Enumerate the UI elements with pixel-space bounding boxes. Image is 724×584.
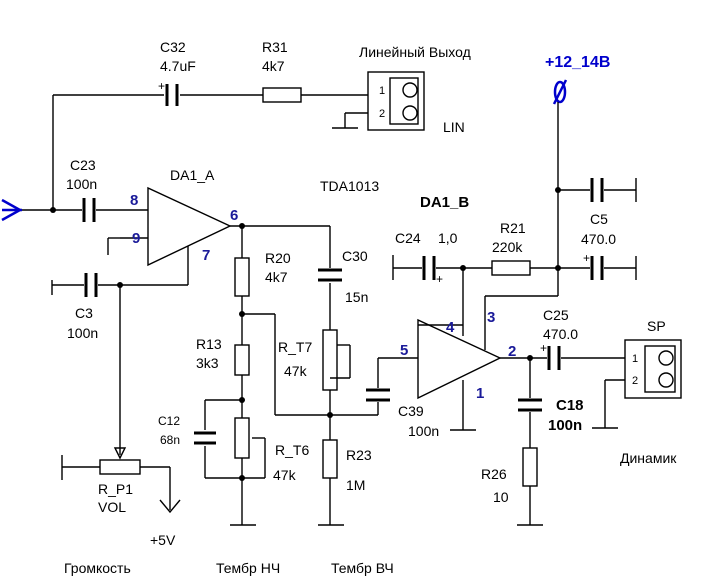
c5-value: 470.0 — [581, 231, 616, 247]
sp-pin-1: 1 — [632, 353, 638, 365]
power-symbol — [552, 79, 568, 105]
potentiometer-rt6 — [234, 417, 250, 459]
dinamik-label: Динамик — [620, 450, 677, 466]
capacitor-c23 — [82, 198, 96, 222]
capacitor-coupling — [366, 388, 390, 402]
pin-2: 2 — [508, 343, 516, 360]
pin-5: 5 — [400, 342, 408, 359]
timbre-hf-label: Тембр ВЧ — [331, 560, 394, 576]
pin-3: 3 — [487, 309, 495, 326]
r26-value: 10 — [493, 489, 509, 505]
svg-text:+: + — [158, 79, 165, 93]
svg-text:+: + — [583, 251, 590, 265]
r13-label: R13 — [196, 336, 222, 352]
capacitor-c18 — [518, 398, 542, 412]
r23-label: R23 — [346, 447, 372, 463]
c32-label: C32 — [160, 39, 186, 55]
rt6-label: R_T6 — [275, 442, 309, 458]
r21-label: R21 — [500, 220, 526, 236]
c12-label: C12 — [158, 414, 180, 428]
timbre-lf-label: Тембр НЧ — [216, 560, 280, 576]
svg-text:+: + — [436, 272, 443, 286]
capacitor-c5: + — [583, 251, 604, 280]
rp1-value: VOL — [98, 499, 126, 515]
pin-8: 8 — [130, 192, 138, 209]
lin-pin-1: 1 — [379, 85, 385, 97]
pin-1: 1 — [476, 385, 484, 402]
c23-value: 100n — [66, 176, 97, 192]
r13-value: 3k3 — [196, 355, 219, 371]
lin-pin-2: 2 — [379, 108, 385, 120]
tda-label: TDA1013 — [320, 178, 379, 194]
capacitor-c3 — [84, 273, 98, 297]
c30-label: C30 — [342, 248, 368, 264]
rt7-value: 47k — [284, 363, 308, 379]
c24-value: 1,0 — [438, 230, 458, 246]
lin-title: Линейный Выход — [359, 44, 471, 60]
sp-pin-2: 2 — [632, 375, 638, 387]
resistor-r31 — [262, 87, 302, 103]
pin-9: 9 — [132, 230, 140, 247]
capacitor-c25: + — [540, 341, 561, 370]
pin-7: 7 — [202, 247, 210, 264]
c23-label: C23 — [70, 157, 96, 173]
c39-value: 100n — [408, 423, 439, 439]
capacitor-c24: + — [422, 256, 443, 286]
potentiometer-rp1 — [99, 459, 141, 475]
r26-label: R26 — [481, 466, 507, 482]
r31-label: R31 — [262, 39, 288, 55]
capacitor-c37 — [590, 178, 604, 202]
c18-label: C18 — [556, 397, 584, 414]
resistor-r21 — [491, 260, 531, 276]
r23-value: 1M — [346, 477, 365, 493]
c3-value: 100n — [67, 325, 98, 341]
plus5-label: +5V — [150, 532, 176, 548]
pin-6: 6 — [230, 207, 238, 224]
potentiometer-rt7 — [322, 329, 338, 391]
opamp-da1b — [417, 318, 502, 400]
c25-value: 470.0 — [543, 326, 578, 342]
opamp-da1a — [147, 186, 232, 267]
resistor-r13 — [234, 344, 250, 376]
r31-value: 4k7 — [262, 58, 285, 74]
r20-label: R20 — [265, 250, 291, 266]
rt6-value: 47k — [273, 467, 297, 483]
resistor-r23 — [322, 439, 338, 479]
da1b-label: DA1_B — [420, 194, 469, 211]
resistor-r26 — [522, 447, 538, 487]
pin-4: 4 — [446, 319, 455, 336]
r21-value: 220k — [492, 239, 523, 255]
connector-sp: 1 2 — [592, 339, 682, 429]
c3-label: C3 — [75, 305, 93, 321]
c32-value: 4.7uF — [160, 58, 196, 74]
capacitor-c12 — [194, 431, 216, 445]
da1a-label: DA1_A — [170, 167, 215, 183]
c5-label: C5 — [590, 211, 608, 227]
gromkost-label: Громкость — [64, 560, 131, 576]
c39-label: C39 — [398, 403, 424, 419]
resistor-r20 — [234, 257, 250, 297]
input-arrow — [1, 198, 23, 222]
c18-value: 100n — [548, 417, 582, 434]
rt7-label: R_T7 — [278, 339, 312, 355]
rp1-label: R_P1 — [98, 481, 133, 497]
connector-lin: 1 2 — [332, 71, 425, 131]
capacitor-c30 — [318, 268, 342, 282]
capacitor-c32: + — [158, 79, 179, 106]
svg-text:+: + — [540, 341, 547, 355]
c30-value: 15n — [345, 289, 368, 305]
r20-value: 4k7 — [265, 269, 288, 285]
c12-value: 68n — [160, 433, 180, 447]
c25-label: C25 — [543, 307, 569, 323]
sp-label: SP — [647, 318, 666, 334]
c24-label: C24 — [395, 230, 421, 246]
lin-label: LIN — [443, 119, 465, 135]
power-label: +12_14В — [545, 54, 610, 71]
